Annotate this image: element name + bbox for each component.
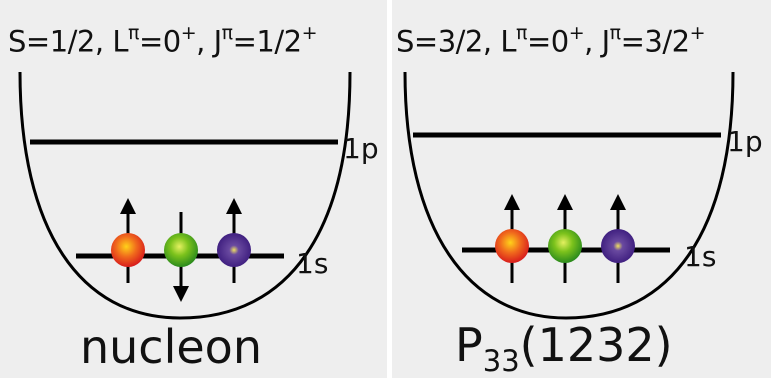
left-quark-green — [164, 212, 198, 302]
left-L-parity: + — [180, 22, 197, 44]
right-L-value: =0 — [526, 24, 569, 59]
left-L-pi: π — [128, 22, 139, 44]
left-L: L — [112, 24, 128, 59]
delta-caption-P: P — [455, 318, 483, 372]
right-J: J — [601, 24, 611, 59]
up-arrow-icon — [557, 194, 573, 210]
right-J-parity: + — [689, 22, 706, 44]
nucleon-panel — [0, 0, 387, 378]
left-well-curve — [18, 71, 352, 320]
right-J-pi: π — [609, 22, 621, 44]
right-J-value: =3/2 — [620, 24, 690, 59]
delta-caption-mass: (1232) — [519, 318, 673, 372]
right-L: L — [500, 24, 516, 59]
delta-caption-sub: 33 — [482, 344, 520, 378]
nucleon-caption: nucleon — [80, 320, 262, 374]
left-quark-red — [111, 198, 145, 283]
left-J-pi: π — [221, 22, 233, 44]
right-L-parity: + — [568, 22, 585, 44]
up-arrow-icon — [504, 194, 520, 210]
up-arrow-icon — [226, 198, 242, 214]
right-quantum-numbers: S=3/2, Lπ=0+, Jπ=3/2+ — [396, 22, 706, 59]
right-quark-red — [495, 194, 529, 283]
right-1p-label: 1p — [727, 125, 763, 158]
right-quark-blue — [601, 194, 635, 283]
left-1p-label: 1p — [343, 132, 379, 165]
down-arrow-icon — [173, 286, 189, 302]
left-quark-blue — [217, 198, 251, 283]
up-arrow-icon — [120, 198, 136, 214]
left-1s-label: 1s — [296, 247, 329, 280]
left-J-value: =1/2 — [232, 24, 302, 59]
right-spin: S=3/2, — [396, 24, 492, 59]
left-J: J — [213, 24, 223, 59]
left-quantum-numbers: S=1/2, Lπ=0+, Jπ=1/2+ — [8, 22, 318, 59]
right-1s-label: 1s — [684, 240, 717, 273]
right-well-curve — [403, 71, 735, 320]
right-quark-green — [548, 194, 582, 283]
right-L-pi: π — [516, 22, 527, 44]
left-L-value: =0 — [138, 24, 181, 59]
left-J-parity: + — [301, 22, 318, 44]
up-arrow-icon — [610, 194, 626, 210]
left-spin: S=1/2, — [8, 24, 104, 59]
delta-panel — [392, 0, 771, 378]
delta-caption: P33(1232) — [455, 318, 673, 378]
